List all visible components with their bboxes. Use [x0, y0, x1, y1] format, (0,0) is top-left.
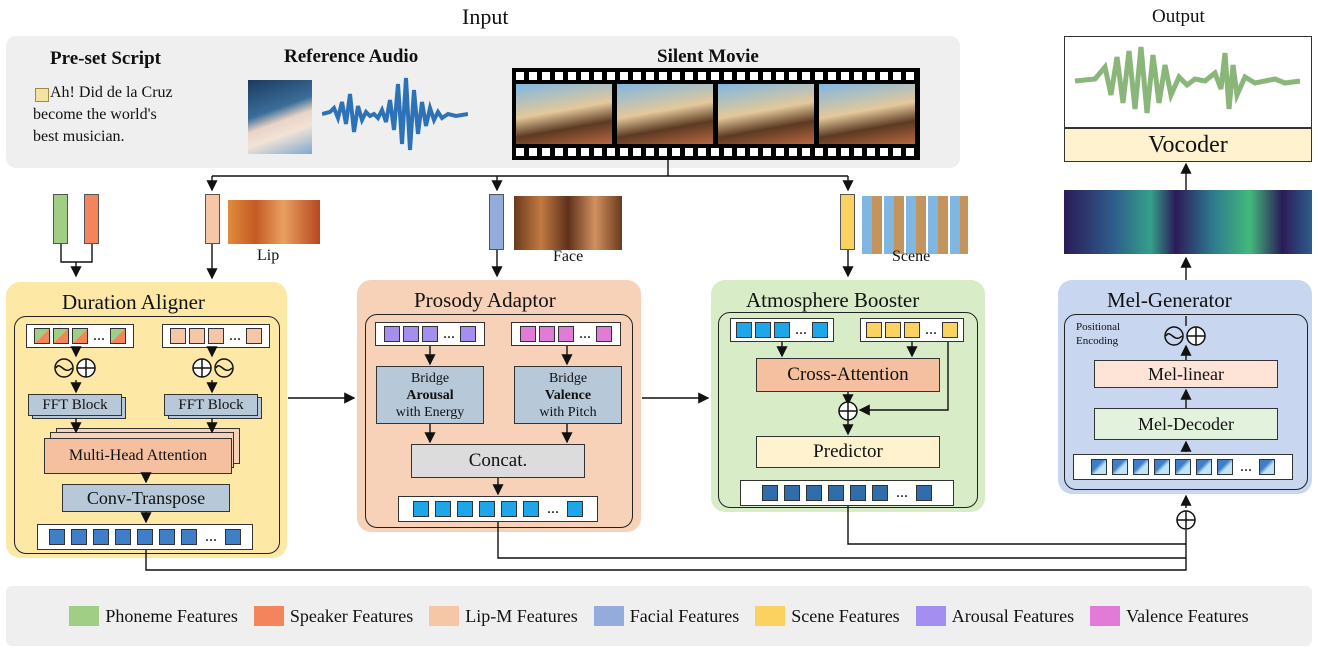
legend-item-scene: Scene Features	[755, 606, 900, 627]
legend-swatch	[915, 606, 946, 626]
arousal-vector: ...	[375, 322, 485, 346]
vocoder-block: Vocoder	[1064, 128, 1312, 162]
legend-swatch	[755, 606, 786, 626]
predictor-block: Predictor	[756, 436, 940, 468]
fft-block-right: FFT Block	[164, 394, 258, 416]
lip-frames-image	[228, 200, 320, 244]
legend-item-phoneme: Phoneme Features	[69, 606, 238, 627]
legend-item-lip: Lip-M Features	[429, 606, 578, 627]
legend-item-facial: Facial Features	[593, 606, 739, 627]
scene-vector: ...	[860, 318, 964, 342]
cross-attention-block: Cross-Attention	[756, 358, 940, 392]
reference-audio-title: Reference Audio	[284, 46, 419, 67]
concat-block: Concat.	[411, 444, 585, 478]
mel-spectrogram-image	[1064, 190, 1312, 254]
memo-icon	[35, 88, 49, 102]
mel-generator-inner	[1064, 314, 1308, 490]
phoneme-feature-bar	[53, 194, 68, 244]
legend-item-speaker: Speaker Features	[253, 606, 413, 627]
bridge-arousal-block: Bridge Arousal with Energy	[376, 366, 484, 424]
reference-waveform-image	[322, 77, 468, 151]
prosody-output-vector: ...	[398, 496, 598, 522]
mel-linear-block: Mel-linear	[1094, 360, 1278, 388]
reference-face-image	[248, 80, 312, 154]
silent-movie-title: Silent Movie	[657, 46, 759, 67]
legend-swatch	[1090, 606, 1121, 626]
script-line-3: best musician.	[33, 128, 125, 145]
input-heading: Input	[462, 4, 509, 29]
face-frames-image	[514, 196, 622, 250]
positional-encoding-label: Positional Encoding	[1076, 321, 1121, 347]
lip-vector: ...	[162, 324, 270, 348]
facial-vector: ...	[730, 318, 834, 342]
prosody-adaptor-title: Prosody Adaptor	[414, 288, 556, 312]
conv-transpose-block: Conv-Transpose	[62, 484, 230, 512]
legend-swatch	[69, 606, 100, 626]
bridge-valence-block: Bridge Valence with Pitch	[514, 366, 622, 424]
legend-item-valence: Valence Features	[1090, 606, 1249, 627]
output-waveform-panel	[1064, 36, 1312, 128]
aligner-output-vector: ...	[37, 524, 253, 550]
film-strip-image	[512, 68, 920, 160]
mel-generator-title: Mel-Generator	[1107, 288, 1232, 312]
legend-item-arousal: Arousal Features	[915, 606, 1074, 627]
facial-feature-bar	[489, 194, 504, 250]
speaker-feature-bar	[84, 194, 99, 244]
multi-head-attention-block: Multi-Head Attention	[44, 438, 232, 474]
mel-decoder-block: Mel-Decoder	[1094, 408, 1278, 440]
mel-input-vector: ...	[1073, 454, 1293, 480]
scene-feature-bar	[840, 194, 855, 250]
legend-swatch	[253, 606, 284, 626]
atmosphere-booster-title: Atmosphere Booster	[746, 288, 920, 312]
phoneme-speaker-vector: ...	[26, 324, 134, 348]
legend: Phoneme Features Speaker Features Lip-M …	[6, 586, 1312, 646]
scene-label: Scene	[892, 248, 931, 265]
lip-feature-bar	[205, 194, 220, 244]
script-line-1: Ah! Did de la Cruz	[50, 84, 173, 101]
face-label: Face	[553, 248, 584, 265]
script-line-2: become the world's	[33, 106, 157, 123]
legend-swatch	[593, 606, 624, 626]
atmosphere-output-vector: ...	[740, 480, 954, 506]
valence-vector: ...	[511, 322, 621, 346]
output-heading: Output	[1152, 6, 1205, 27]
lip-label: Lip	[257, 247, 280, 264]
fft-block-left: FFT Block	[28, 394, 122, 416]
legend-swatch	[429, 606, 460, 626]
duration-aligner-title: Duration Aligner	[62, 290, 205, 314]
scene-frames-image	[862, 196, 968, 254]
script-title: Pre-set Script	[50, 48, 161, 69]
